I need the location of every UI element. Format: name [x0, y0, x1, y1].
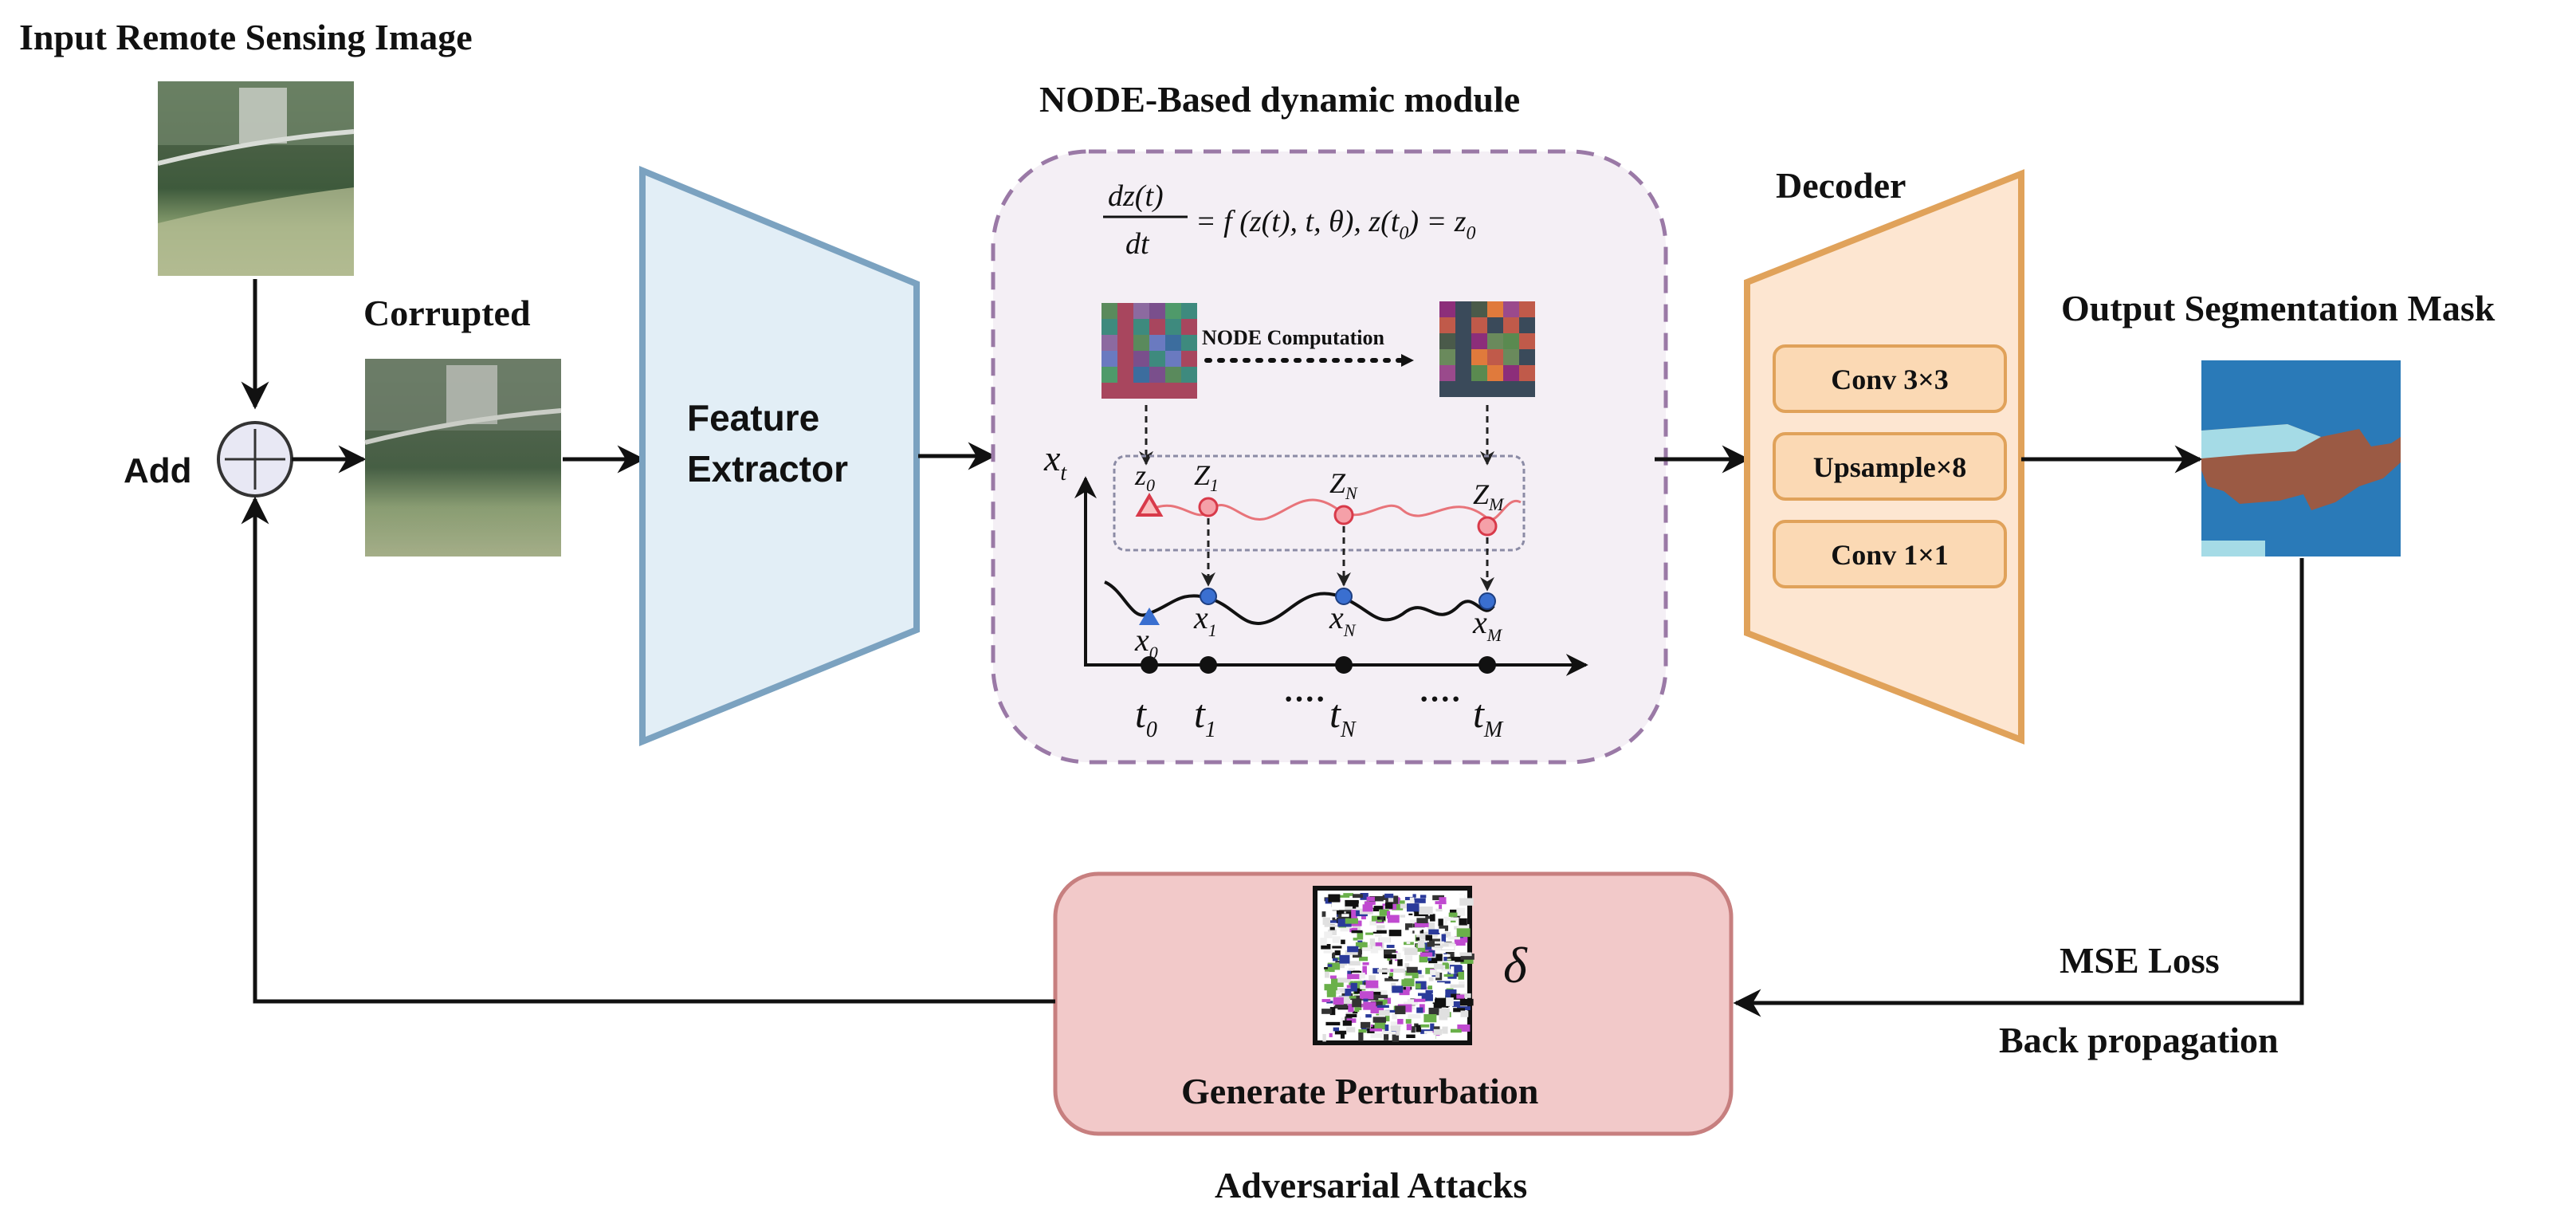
node-equation: dz(t) dt = f (z(t), t, θ), z(t0) = z0 [1103, 179, 1475, 261]
feature-extractor-block [639, 166, 920, 746]
mse-loss-label: MSE Loss [2060, 940, 2220, 981]
latent-label: ZM [1473, 478, 1505, 514]
ellipsis: ···· [1283, 681, 1325, 717]
feature-extractor-line2: Extractor [687, 448, 848, 490]
state-point [1200, 588, 1217, 605]
decoder-title: Decoder [1776, 165, 1906, 206]
timeline-points: t0 z0 x0 t1 Z1 x1 tN ZN xN tM ZM xM ···· ···· [1134, 459, 1505, 742]
feature-map-start [1101, 303, 1197, 399]
latent-point [1135, 493, 1164, 517]
latent-label: z0 [1134, 459, 1155, 495]
node-module-title: NODE-Based dynamic module [1039, 79, 1520, 120]
time-label: t1 [1194, 691, 1216, 742]
latent-label: ZN [1329, 467, 1358, 503]
state-label: xN [1329, 600, 1357, 640]
delta-symbol: δ [1503, 937, 1528, 993]
state-label: x0 [1134, 622, 1158, 663]
decoder-layer-label: Conv 3×3 [1831, 364, 1949, 395]
latent-point [1333, 505, 1354, 525]
add-operator [217, 421, 293, 498]
backprop-label: Back propagation [1999, 1020, 2279, 1060]
state-point [1139, 608, 1160, 625]
time-label: tM [1473, 691, 1504, 742]
state-label: xM [1472, 604, 1503, 645]
latent-point [1198, 497, 1219, 517]
output-mask-image [2201, 360, 2401, 557]
state-point [1478, 592, 1496, 610]
y-axis-label: xt [1043, 438, 1067, 486]
latent-trajectory-box [1113, 454, 1526, 552]
node-computation-label: NODE Computation [1202, 326, 1385, 349]
svg-text:= f (z(t), t, θ), z(t0) = z0: = f (z(t), t, θ), z(t0) = z0 [1196, 205, 1475, 244]
time-point [1335, 656, 1353, 674]
latent-point [1477, 516, 1498, 537]
svg-text:dt: dt [1125, 227, 1150, 261]
svg-text:dz(t): dz(t) [1108, 179, 1164, 213]
feature-map-end [1439, 301, 1535, 397]
ellipsis: ···· [1419, 681, 1461, 717]
input-image [157, 81, 355, 276]
time-label: tN [1329, 691, 1357, 742]
decoder-layer [1773, 432, 2007, 501]
time-point [1200, 656, 1217, 674]
state-curve [1104, 580, 1495, 625]
corrupted-title: Corrupted [363, 293, 531, 333]
decoder-layer [1773, 344, 2007, 413]
corrupted-image [364, 359, 562, 557]
input-title: Input Remote Sensing Image [19, 17, 473, 57]
time-point [1478, 656, 1496, 674]
perturbation-label: Generate Perturbation [1181, 1071, 1538, 1111]
decoder-layer-label: Upsample×8 [1813, 451, 1967, 483]
state-label: x1 [1193, 600, 1217, 640]
adversarial-attacks-caption: Adversarial Attacks [1215, 1165, 1527, 1205]
feature-extractor-line1: Feature [687, 397, 819, 439]
time-point [1141, 656, 1158, 674]
output-title: Output Segmentation Mask [2061, 288, 2496, 328]
time-label: t0 [1135, 691, 1157, 742]
decoder-layer [1773, 520, 2007, 588]
latent-label: Z1 [1194, 459, 1219, 495]
state-point [1335, 588, 1353, 605]
add-label: Add [124, 451, 192, 490]
decoder-layer-label: Conv 1×1 [1831, 539, 1949, 571]
perturbation-image [1313, 886, 1475, 1045]
